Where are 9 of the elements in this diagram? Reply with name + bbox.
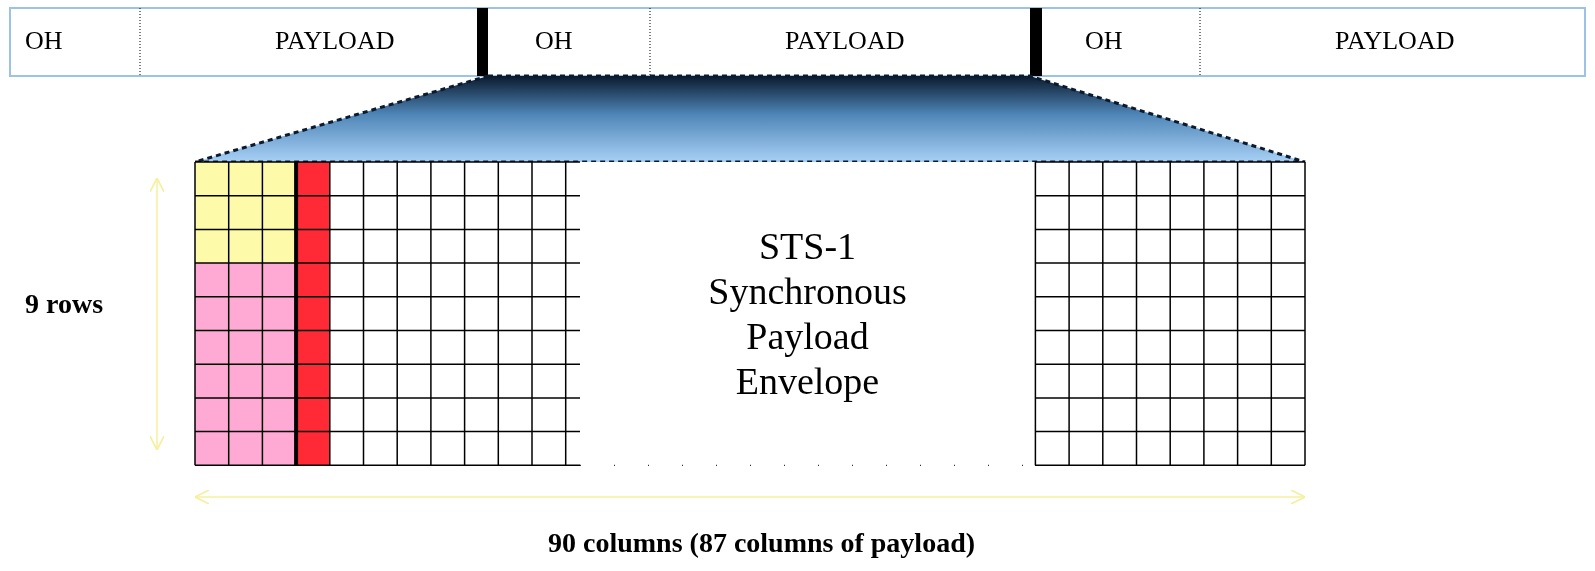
dimension-label: 90 columns (87 columns of payload) [548,527,976,559]
dimension-label: 9 rows [25,288,104,320]
segment-label: PAYLOAD [275,26,395,56]
envelope-title: STS-1 Synchronous Payload Envelope [707,223,908,404]
segment-label: PAYLOAD [1335,26,1455,56]
segment-label: PAYLOAD [785,26,905,56]
segment-label: OH [25,26,63,56]
segment-label: OH [535,26,573,56]
segment-label: OH [1085,26,1123,56]
